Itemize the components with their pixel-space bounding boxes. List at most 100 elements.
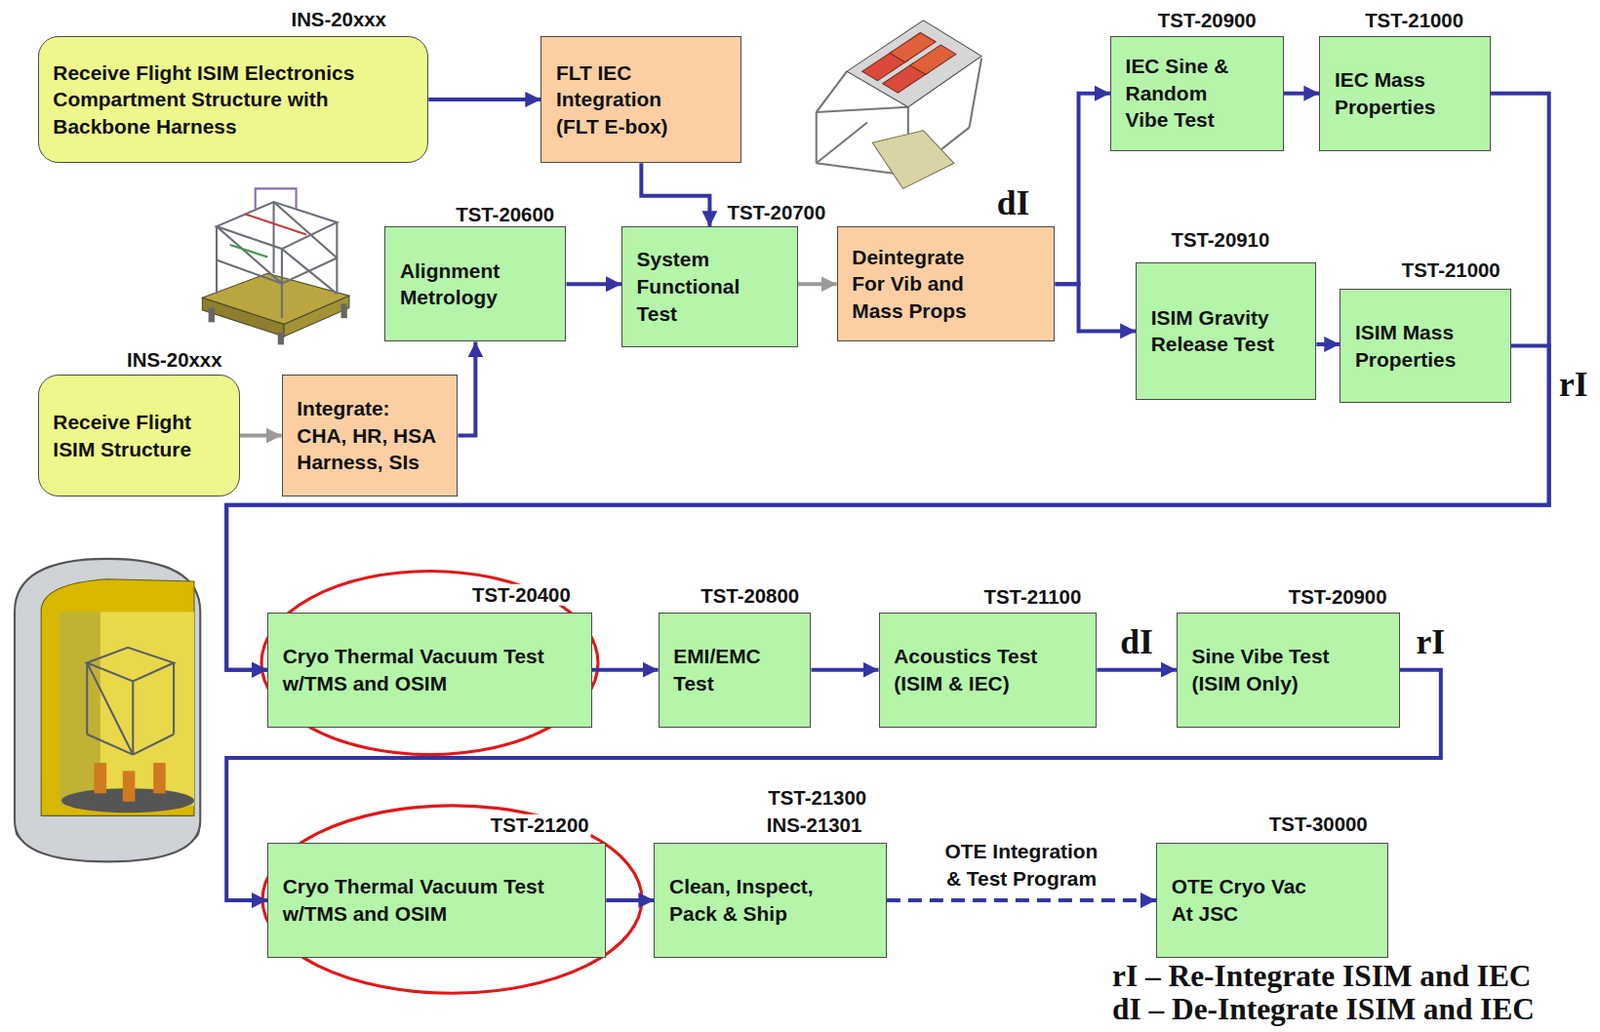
- box-label: Receive Flight ISIM Structure: [52, 408, 216, 463]
- box-label: OTE Cryo Vac At JSC: [1171, 873, 1325, 927]
- cryo-chamber-render: [86, 734, 133, 756]
- integration-box: Integrate: CHA, HR, HSA Harness, SIs: [281, 374, 459, 498]
- test-box: TST-21300INS-21301Clean, Inspect, Pack &…: [653, 842, 886, 959]
- test-id: TST-20900: [1286, 586, 1390, 608]
- isim-structure-render: [255, 188, 297, 209]
- test-id: TST-30000: [1267, 813, 1370, 836]
- box-label: Receive Flight ISIM Electronics Compartm…: [52, 59, 395, 141]
- test-box: TST-20800EMI/EMC Test: [658, 612, 812, 728]
- isim-structure-render: [201, 188, 350, 345]
- test-id: TST-21100: [982, 586, 1084, 608]
- isim-structure-render: [278, 332, 284, 346]
- test-box: TST-21200Cryo Thermal Vacuum Test w/TMS …: [267, 842, 606, 959]
- box-label: IEC Sine & Random Vibe Test: [1125, 52, 1251, 134]
- cryo-chamber-render: [14, 559, 200, 863]
- test-id: TST-20600: [453, 202, 557, 225]
- test-box: TST-20600Alignment Metrology: [384, 226, 566, 342]
- isim-structure-render: [216, 201, 337, 319]
- box-label: Clean, Inspect, Pack & Ship: [669, 873, 843, 927]
- box-label: Alignment Metrology: [400, 257, 528, 312]
- box-label: Acoustics Test (ISIM & IEC): [893, 642, 1070, 697]
- test-id: INS-20xxx: [124, 349, 224, 371]
- cryo-chamber-render: [86, 647, 174, 756]
- isim-structure-render: [230, 244, 269, 258]
- test-id: TST-21000: [1362, 9, 1466, 32]
- box-label: ISIM Mass Properties: [1355, 319, 1480, 373]
- test-box: TST-21000IEC Mass Properties: [1319, 36, 1491, 152]
- isim-structure-render: [216, 226, 282, 284]
- flow-arrow: [1054, 93, 1111, 285]
- isim-structure-render: [281, 248, 337, 294]
- cryo-chamber-render: [131, 680, 134, 755]
- edge-label: OTE Integration & Test Program: [939, 838, 1103, 891]
- cryo-chamber-render: [86, 647, 174, 682]
- iec-render: [815, 112, 818, 163]
- isim-structure-render: [208, 308, 215, 323]
- integration-box: FLT IEC Integration (FLT E-box): [540, 36, 742, 164]
- test-id: TST-20900: [1156, 9, 1259, 32]
- cryo-chamber-render: [14, 559, 200, 863]
- test-id: TST-20910: [1168, 229, 1272, 251]
- test-id: TST-20700: [724, 200, 828, 223]
- cryo-chamber-render: [172, 663, 175, 735]
- annotation: dI: [995, 186, 1033, 222]
- cryo-chamber-render: [132, 734, 174, 756]
- annotation: rI: [1557, 368, 1591, 404]
- highlight-ellipses: [261, 570, 599, 755]
- flow-arrow: [1316, 342, 1340, 347]
- iec-render: [816, 121, 868, 163]
- edge-label: rI: [1414, 626, 1448, 662]
- box-label: Sine Vibe Test (ISIM Only): [1192, 642, 1364, 697]
- flow-arrow: [428, 97, 541, 102]
- test-box: TST-20700System Functional Test: [621, 226, 799, 347]
- box-label: FLT IEC Integration (FLT E-box): [556, 59, 694, 141]
- input-box: INS-20xxxReceive Flight ISIM Electronics…: [38, 36, 430, 164]
- test-id: INS-21301: [764, 814, 864, 837]
- flow-arrow: [1054, 283, 1136, 331]
- box-label: Integrate: CHA, HR, HSA Harness, SIs: [296, 395, 440, 477]
- flow-arrow: [798, 281, 838, 286]
- flow-arrow: [886, 898, 1157, 903]
- isim-structure-render: [274, 201, 338, 259]
- test-box: TST-20900Sine Vibe Test (ISIM Only): [1176, 612, 1400, 728]
- test-box: TST-20400Cryo Thermal Vacuum Test w/TMS …: [267, 612, 593, 728]
- box-label: IEC Mass Properties: [1334, 66, 1460, 120]
- iec-render: [816, 107, 909, 113]
- flow-arrow: [1283, 91, 1320, 96]
- box-label: System Functional Test: [637, 245, 765, 327]
- iec-render: [910, 44, 957, 75]
- integration-box: Deintegrate For Vib and Mass Props: [837, 226, 1056, 342]
- cryo-chamber-render: [122, 770, 136, 801]
- test-id: TST-20400: [470, 584, 573, 606]
- flow-arrow: [810, 668, 879, 673]
- cryo-chamber-render: [85, 663, 88, 735]
- iec-render: [969, 58, 983, 128]
- legend-note: dI – De-Integrate ISIM and IEC: [1112, 995, 1535, 1026]
- edge-label: dI: [1118, 626, 1156, 662]
- test-box: TST-20900IEC Sine & Random Vibe Test: [1110, 36, 1284, 152]
- test-id: TST-20800: [698, 585, 801, 607]
- iec-render: [816, 20, 982, 190]
- box-label: Cryo Thermal Vacuum Test w/TMS and OSIM: [282, 642, 574, 697]
- isim-structure-render: [244, 214, 307, 236]
- cryo-chamber-render: [86, 663, 133, 756]
- test-id: INS-20xxx: [288, 8, 388, 31]
- flow-arrow: [1096, 668, 1177, 673]
- iec-render: [846, 20, 982, 108]
- isim-structure-render: [272, 201, 275, 274]
- iec-render: [872, 130, 955, 190]
- flow-arrow: [457, 341, 476, 436]
- isim-structure-render: [341, 304, 348, 320]
- box-label: ISIM Gravity Release Test: [1151, 304, 1300, 359]
- box-label: Cryo Thermal Vacuum Test w/TMS and OSIM: [282, 873, 574, 927]
- test-id: TST-21300: [765, 787, 869, 809]
- highlight-ellipses: [261, 570, 642, 994]
- isim-structure-render: [201, 297, 284, 337]
- iec-render: [816, 71, 847, 113]
- test-box: TST-30000OTE Cryo Vac At JSC: [1156, 842, 1389, 959]
- test-id: TST-21200: [488, 814, 592, 837]
- cryo-chamber-render: [59, 611, 195, 806]
- flow-arrow: [240, 434, 282, 439]
- test-box: TST-21100Acoustics Test (ISIM & IEC): [879, 612, 1098, 728]
